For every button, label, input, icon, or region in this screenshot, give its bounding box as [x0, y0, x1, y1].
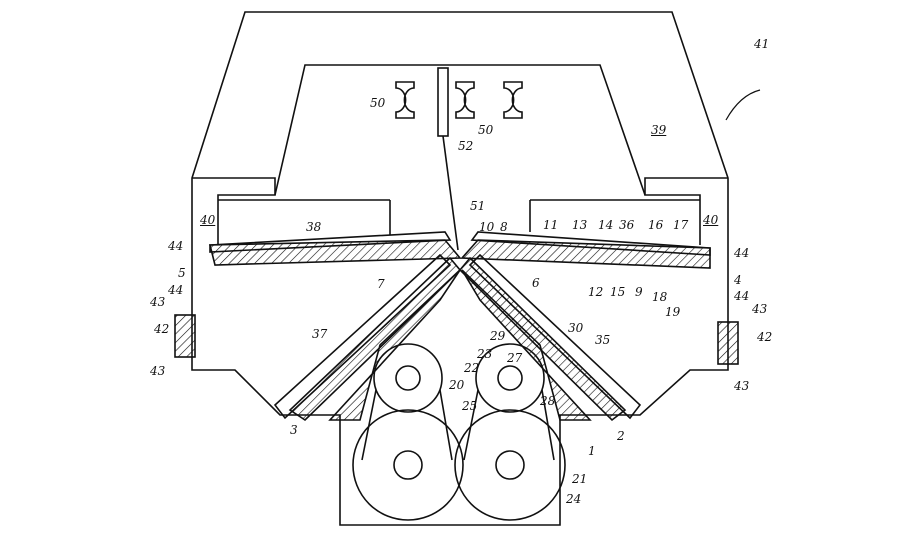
- pad-left: [174, 314, 196, 358]
- label-27: 27: [507, 351, 523, 365]
- roller-left: [373, 343, 443, 413]
- label-1: 1: [588, 444, 596, 458]
- label-6: 6: [532, 276, 540, 290]
- label-50a: 50: [370, 96, 386, 110]
- label-38: 38: [306, 220, 322, 234]
- label-21: 21: [572, 472, 588, 486]
- label-50b: 50: [478, 123, 494, 137]
- disc-left: [352, 409, 464, 521]
- label-11: 11: [543, 218, 559, 232]
- label-43: 43: [150, 364, 166, 378]
- label-10: 10: [479, 220, 495, 234]
- label-36: 36: [619, 218, 635, 232]
- spools: [395, 81, 523, 119]
- label-13: 13: [572, 218, 588, 232]
- label-52: 52: [458, 139, 474, 153]
- roller-right: [475, 343, 545, 413]
- label-4: 4: [734, 273, 742, 287]
- label-37: 37: [312, 327, 328, 341]
- label-28: 28: [540, 394, 556, 408]
- guide: [437, 67, 449, 137]
- label-22: 22: [464, 361, 480, 375]
- label-43: 43: [752, 302, 768, 316]
- label-41: 41: [754, 37, 770, 51]
- label-5: 5: [178, 266, 186, 280]
- label-42: 42: [154, 322, 170, 336]
- pad-right: [717, 321, 739, 365]
- label-2: 2: [617, 429, 625, 443]
- label-30: 30: [568, 321, 584, 335]
- label-43: 43: [734, 379, 750, 393]
- right-plate: [460, 239, 711, 269]
- label-3: 3: [290, 423, 298, 437]
- label-7: 7: [377, 277, 385, 291]
- label-44: 44: [734, 289, 750, 303]
- label-40-left: 40: [200, 213, 216, 227]
- label-25: 25: [462, 399, 478, 413]
- frame-inner-cutout: [274, 64, 646, 196]
- left-plate: [208, 239, 462, 266]
- label-12: 12: [588, 285, 604, 299]
- label-20: 20: [449, 378, 465, 392]
- label-9: 9: [635, 285, 643, 299]
- label-16: 16: [648, 218, 664, 232]
- label-23: 23: [477, 347, 493, 361]
- label-18: 18: [652, 290, 668, 304]
- left-block: [328, 269, 461, 421]
- label-8: 8: [500, 220, 508, 234]
- label-29: 29: [490, 329, 506, 343]
- side-block-left: [192, 177, 276, 245]
- right-block: [461, 269, 592, 421]
- left-arm: [288, 256, 462, 422]
- label-44: 44: [168, 283, 184, 297]
- label-14: 14: [598, 218, 614, 232]
- label-40-right: 40: [703, 213, 719, 227]
- label-44: 44: [168, 239, 184, 253]
- label-51: 51: [470, 199, 486, 213]
- right-arm: [458, 256, 627, 422]
- label-44: 44: [734, 246, 750, 260]
- side-block-right: [644, 177, 728, 245]
- label-35: 35: [595, 333, 611, 347]
- label-43: 43: [150, 295, 166, 309]
- disc-right: [454, 409, 566, 521]
- label-42: 42: [757, 330, 773, 344]
- label-15: 15: [610, 285, 626, 299]
- label-24: 24: [566, 492, 582, 506]
- label-17: 17: [673, 218, 689, 232]
- label-39: 39: [651, 123, 667, 137]
- label-19: 19: [665, 305, 681, 319]
